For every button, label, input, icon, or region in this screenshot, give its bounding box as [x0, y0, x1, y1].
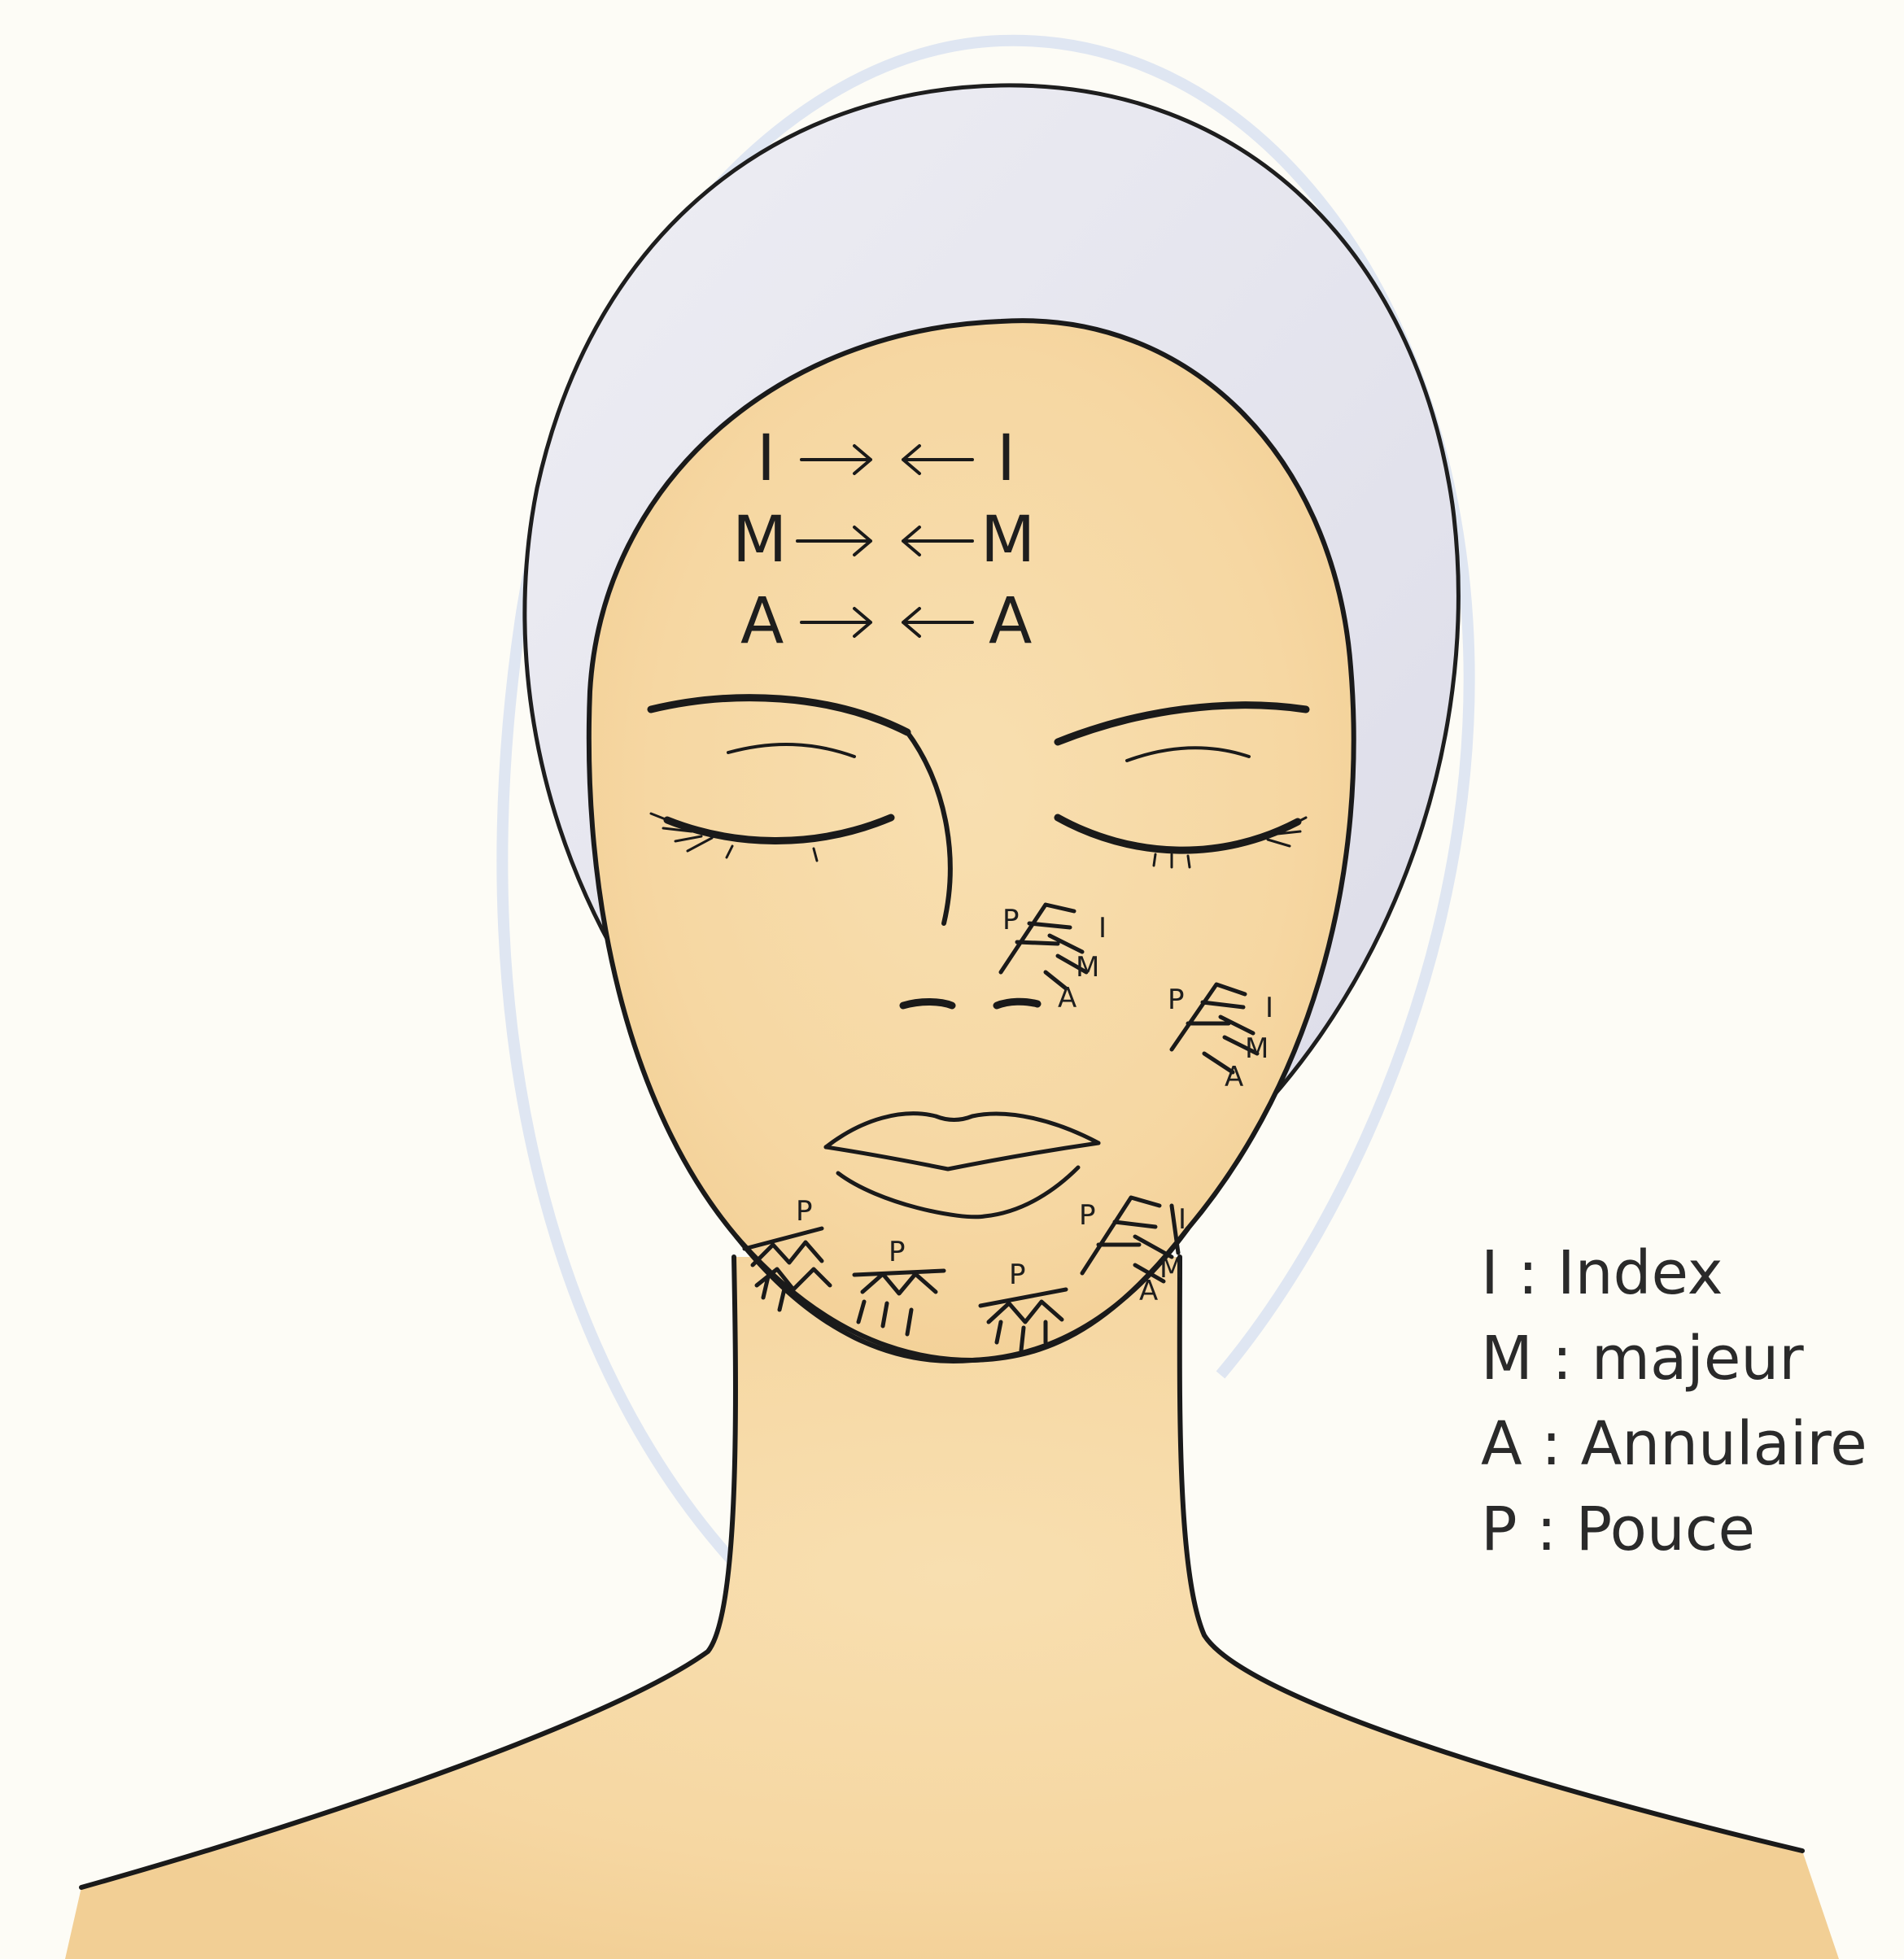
legend-item-index: I : Index [1481, 1238, 1723, 1308]
mark-P: P [1168, 984, 1185, 1016]
mark-I: I [1098, 912, 1107, 945]
mark-M: M [1159, 1252, 1183, 1285]
mark-M: M [1076, 951, 1099, 984]
forehead-right-label: M [980, 504, 1035, 577]
legend-separator: : [1536, 1494, 1575, 1564]
legend-name: majeur [1592, 1324, 1804, 1394]
legend-name: Index [1557, 1238, 1723, 1308]
legend-name: Annulaire [1581, 1409, 1867, 1479]
legend-name: Pouce [1576, 1494, 1755, 1564]
right-nostril [997, 1001, 1037, 1006]
legend-key: A [1481, 1409, 1522, 1479]
legend-item-pouce: P : Pouce [1481, 1494, 1755, 1564]
legend-separator: : [1552, 1324, 1591, 1394]
mark-P: P [1002, 904, 1020, 936]
mark-I: I [1265, 992, 1273, 1024]
mark-A: A [1058, 982, 1076, 1014]
mark-P: P [889, 1236, 906, 1268]
mark-I: I [1178, 1203, 1186, 1236]
legend-key: I [1481, 1238, 1499, 1308]
mark-P: P [1079, 1199, 1096, 1232]
mark-A: A [1225, 1061, 1243, 1093]
legend-key: M [1481, 1324, 1533, 1394]
forehead-left-label: A [740, 585, 784, 658]
mark-P: P [1009, 1259, 1026, 1291]
mark-A: A [1139, 1275, 1158, 1307]
mark-P: P [796, 1195, 813, 1228]
left-nostril [903, 1002, 952, 1006]
forehead-right-label: I [997, 422, 1015, 495]
legend-separator: : [1541, 1409, 1580, 1479]
legend-key: P [1481, 1494, 1518, 1564]
forehead-left-label: M [732, 504, 787, 577]
mark-M: M [1245, 1032, 1269, 1065]
forehead-left-label: I [757, 422, 775, 495]
legend-item-annulaire: A : Annulaire [1481, 1409, 1867, 1479]
legend-separator: : [1518, 1238, 1557, 1308]
legend-item-majeur: M : majeur [1481, 1324, 1804, 1394]
legend: I : Index M : majeur A : Annulaire P : P… [1481, 1238, 1867, 1564]
forehead-right-label: A [989, 585, 1032, 658]
